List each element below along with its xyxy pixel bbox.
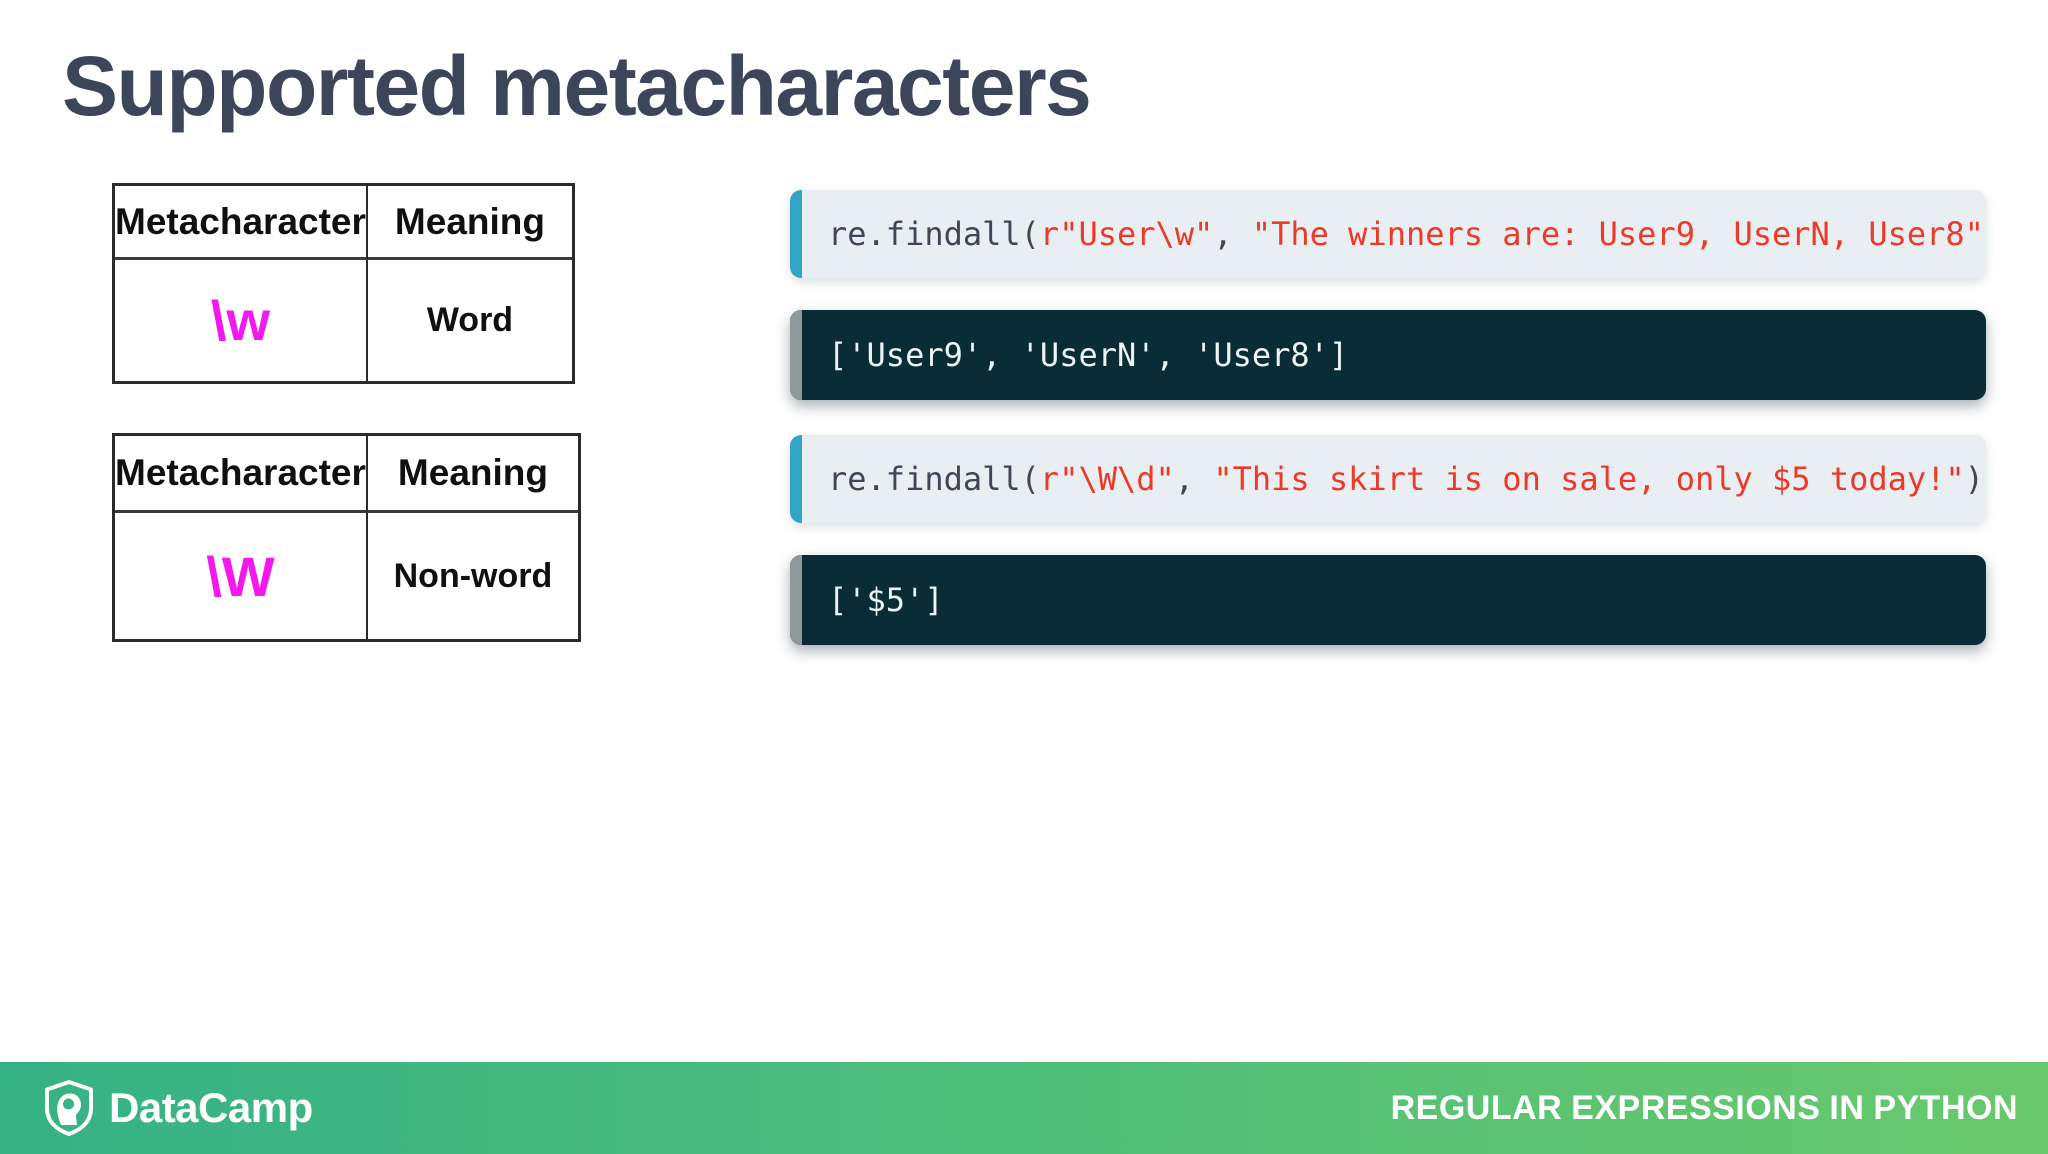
code-token-pattern: r"\W\d" xyxy=(1039,460,1175,498)
output-text: ['User9', 'UserN', 'User8'] xyxy=(828,336,1349,374)
code-token-function: re.findall( xyxy=(828,215,1040,253)
datacamp-brand: DataCamp xyxy=(42,1079,313,1137)
meaning-cell: Non-word xyxy=(393,556,553,595)
code-output-block-1: ['User9', 'UserN', 'User8'] xyxy=(790,310,1986,400)
output-text: ['$5'] xyxy=(828,581,944,619)
code-token-close: ) xyxy=(1984,215,1986,253)
code-token-close: ) xyxy=(1964,460,1984,498)
code-output-block-2: ['$5'] xyxy=(790,555,1986,645)
metacharacter-table-word: Metacharacter Meaning \w Word xyxy=(112,183,575,384)
code-token-separator: , xyxy=(1213,215,1252,253)
code-token-string: "The winners are: User9, UserN, User8" xyxy=(1251,215,1984,253)
course-title: REGULAR EXPRESSIONS IN PYTHON xyxy=(1390,1088,2018,1127)
page-title: Supported metacharacters xyxy=(62,39,1092,133)
metacharacter-table-nonword: Metacharacter Meaning \W Non-word xyxy=(112,433,581,642)
code-line: re.findall(r"User\w", "The winners are: … xyxy=(828,215,1986,253)
code-token-string: "This skirt is on sale, only $5 today!" xyxy=(1213,460,1965,498)
code-token-function: re.findall( xyxy=(828,460,1040,498)
output-accent-bar xyxy=(790,310,802,400)
metacharacter-cell: \w xyxy=(115,260,368,381)
table-header-metacharacter: Metacharacter xyxy=(115,186,368,261)
table-header-meaning: Meaning xyxy=(367,436,578,514)
brand-name: DataCamp xyxy=(109,1084,313,1131)
code-input-block-2: re.findall(r"\W\d", "This skirt is on sa… xyxy=(790,435,1986,523)
table-header-meaning: Meaning xyxy=(367,186,572,261)
output-accent-bar xyxy=(790,555,802,645)
code-input-block-1: re.findall(r"User\w", "The winners are: … xyxy=(790,190,1986,278)
code-token-pattern: r"User\w" xyxy=(1039,215,1214,253)
table-header-metacharacter: Metacharacter xyxy=(115,436,368,514)
code-accent-bar xyxy=(790,435,802,523)
code-accent-bar xyxy=(790,190,802,278)
code-token-separator: , xyxy=(1174,460,1214,498)
code-line: re.findall(r"\W\d", "This skirt is on sa… xyxy=(828,460,1984,498)
datacamp-logo-icon xyxy=(45,1080,93,1136)
meaning-cell: Word xyxy=(426,301,514,340)
metacharacter-cell: \W xyxy=(115,513,368,639)
footer-bar: DataCamp REGULAR EXPRESSIONS IN PYTHON xyxy=(0,1062,2048,1154)
